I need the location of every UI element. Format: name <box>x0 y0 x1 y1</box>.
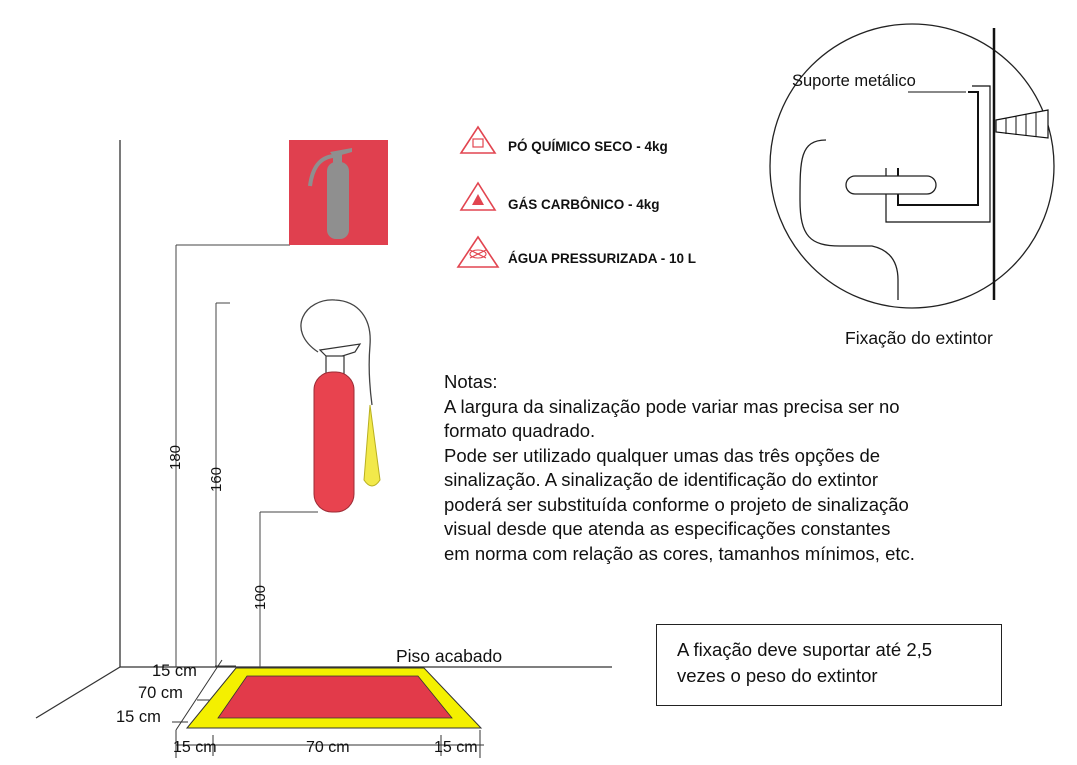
load-note-line: vezes o peso do extintor <box>677 665 878 686</box>
load-note-line: A fixação deve suportar até 2,5 <box>677 639 933 660</box>
detail-anchor-threads <box>1005 112 1037 137</box>
extinguisher-valve <box>325 355 345 375</box>
extinguisher-body <box>313 371 355 513</box>
detail-wall-anchor <box>995 109 1049 139</box>
mounting-detail: Suporte metálico <box>769 23 1055 309</box>
floor-marking <box>185 667 483 729</box>
depth-top-label: 15 cm <box>152 662 197 680</box>
detail-extinguisher-outline <box>799 139 899 300</box>
sign-extinguisher-icon <box>308 148 352 239</box>
legend-water-icon <box>456 235 500 268</box>
notes-line: sinalização. A sinalização de identifica… <box>444 469 878 490</box>
floor-red-area <box>217 675 453 719</box>
width-right-label: 15 cm <box>434 739 478 756</box>
floor-side-line <box>35 666 121 719</box>
legend-water-label: ÁGUA PRESSURIZADA - 10 L <box>508 251 696 266</box>
notes-block: Notas: A largura da sinalização pode var… <box>444 370 1064 566</box>
depth-dimension-lines <box>172 659 236 731</box>
extinguisher-drawing <box>300 299 381 513</box>
notes-line: formato quadrado. <box>444 420 596 441</box>
extinguisher-hose <box>300 299 373 406</box>
load-requirement-note: A fixação deve suportar até 2,5 vezes o … <box>656 624 1002 706</box>
dim-180-label: 180 <box>167 445 184 470</box>
legend-dry-powder-label: PÓ QUÍMICO SECO - 4kg <box>508 139 668 154</box>
dim-100-label: 100 <box>252 585 269 610</box>
notes-line: Pode ser utilizado qualquer umas das trê… <box>444 444 881 466</box>
detail-handle <box>845 175 937 195</box>
extinguisher-nozzle <box>363 404 381 487</box>
width-dimension-lines <box>175 730 484 758</box>
detail-support-label: Suporte metálico <box>792 72 916 90</box>
width-mid-label: 70 cm <box>306 739 350 756</box>
floor-label: Piso acabado <box>396 646 502 666</box>
legend-co2-icon <box>459 181 497 211</box>
detail-caption: Fixação do extintor <box>845 328 993 348</box>
depth-mid-label: 70 cm <box>138 684 183 702</box>
legend-co2-label: GÁS CARBÔNICO - 4kg <box>508 197 660 212</box>
dim-160-label: 160 <box>208 467 225 492</box>
detail-circle <box>769 23 1055 309</box>
extinguisher-sign <box>289 140 388 245</box>
notes-line: em norma com relação as cores, tamanhos … <box>444 542 915 564</box>
detail-bracket-outline <box>885 85 991 223</box>
notes-line: A largura da sinalização pode variar mas… <box>444 395 900 417</box>
notes-line: poderá ser substituída conforme o projet… <box>444 493 909 515</box>
width-left-label: 15 cm <box>173 739 217 756</box>
notes-line: visual desde que atenda as especificaçõe… <box>444 518 891 539</box>
notes-heading: Notas: <box>444 371 498 392</box>
legend-dry-powder-icon <box>459 125 497 154</box>
depth-bottom-label: 15 cm <box>116 708 161 726</box>
